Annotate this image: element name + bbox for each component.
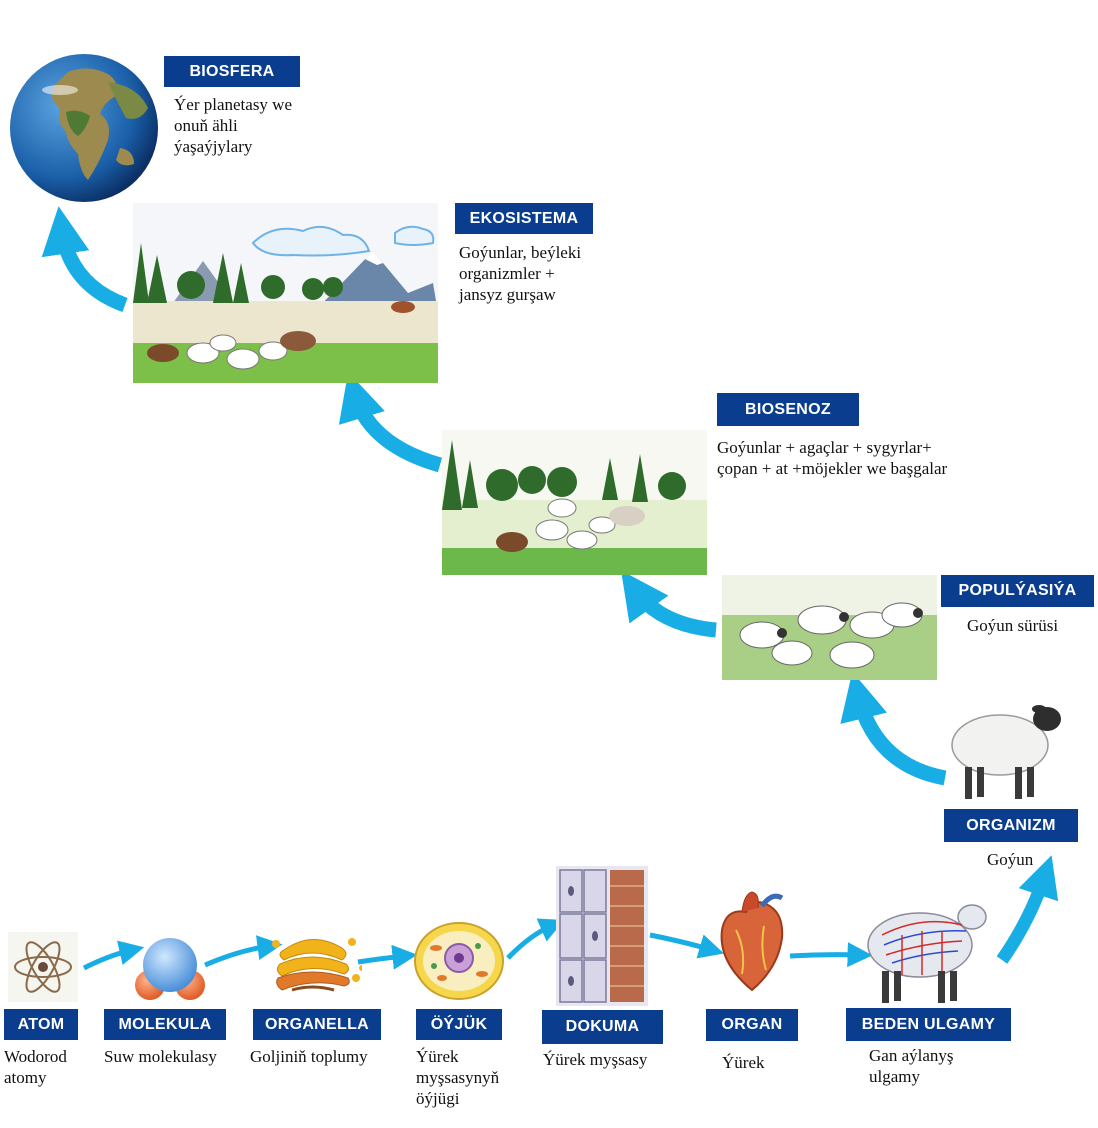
arrow-molekula-to-organella — [204, 935, 283, 968]
label-dokuma: DOKUMA — [542, 1010, 663, 1044]
arrow-organella-to-oyjuk — [357, 944, 418, 970]
desc-molekula: Suw molekulasy — [104, 1047, 217, 1066]
label-biosenoz: BIOSENOZ — [717, 393, 859, 426]
desc-dokuma: Ýürek myşsasy — [543, 1050, 648, 1069]
desc-biosfera: Ýer planetasy we onuň ähli ýaşaýjylary — [174, 95, 293, 156]
label-ekosistema: EKOSISTEMA — [455, 203, 593, 234]
label-oyjuk: ÖÝJÜK — [416, 1009, 502, 1040]
desc-beden-ulgamy: Gan aýlanyş ulgamy — [869, 1046, 954, 1086]
flock-scene-icon — [722, 575, 937, 680]
label-organella: ORGANELLA — [253, 1009, 381, 1040]
label-organ: ORGAN — [706, 1009, 798, 1041]
desc-organ: Ýürek — [722, 1053, 765, 1072]
arrow-organizm-to-populyasiya — [840, 671, 947, 786]
desc-biosenoz: Goýunlar + agaçlar + sygyrlar+ çopan + a… — [717, 438, 948, 478]
label-atom: ATOM — [4, 1009, 78, 1040]
label-organizm: ORGANIZM — [944, 809, 1078, 842]
label-biosfera: BIOSFERA — [164, 56, 300, 87]
arrow-beden-to-organizm — [996, 855, 1059, 964]
desc-populyasiya: Goýun sürüsi — [967, 616, 1059, 635]
biocenosis-scene-icon — [442, 430, 707, 575]
cardiac-tissue-icon — [556, 866, 648, 1006]
arrow-oyjuk-to-dokuma — [506, 918, 565, 960]
arrow-dokuma-to-organ — [649, 932, 724, 959]
desc-organella: Goljiniň toplumy — [250, 1047, 368, 1066]
arrow-organ-to-beden — [789, 942, 873, 968]
water-molecule-icon — [135, 938, 205, 1000]
heart-icon — [720, 891, 784, 992]
earth-globe-icon — [10, 54, 158, 202]
cardiac-cell-icon — [414, 922, 504, 1000]
label-molekula: MOLEKULA — [104, 1009, 226, 1040]
golgi-apparatus-icon — [272, 938, 362, 992]
label-populyasiya: POPULÝASIÝA — [941, 575, 1094, 607]
arrow-ekosistema-to-biosfera — [41, 206, 128, 313]
ecosystem-scene-icon — [133, 203, 438, 383]
desc-ekosistema: Goýunlar, beýleki organizmler + jansyz g… — [459, 243, 582, 304]
atom-icon — [8, 932, 78, 1002]
desc-atom: Wodorod atomy — [4, 1047, 67, 1087]
arrow-atom-to-molekula — [82, 940, 145, 971]
desc-oyjuk: Ýürek myşsasynyň öýjügi — [416, 1047, 500, 1108]
sheep-icon — [951, 705, 1061, 799]
circulatory-system-sheep-icon — [867, 904, 987, 1003]
desc-organizm: Goýun — [987, 850, 1034, 869]
arrow-biosenoz-to-ekosistema — [338, 372, 443, 473]
arrow-populyasiya-to-biosenoz — [621, 570, 717, 638]
label-beden-ulgamy: BEDEN ULGAMY — [846, 1008, 1011, 1041]
